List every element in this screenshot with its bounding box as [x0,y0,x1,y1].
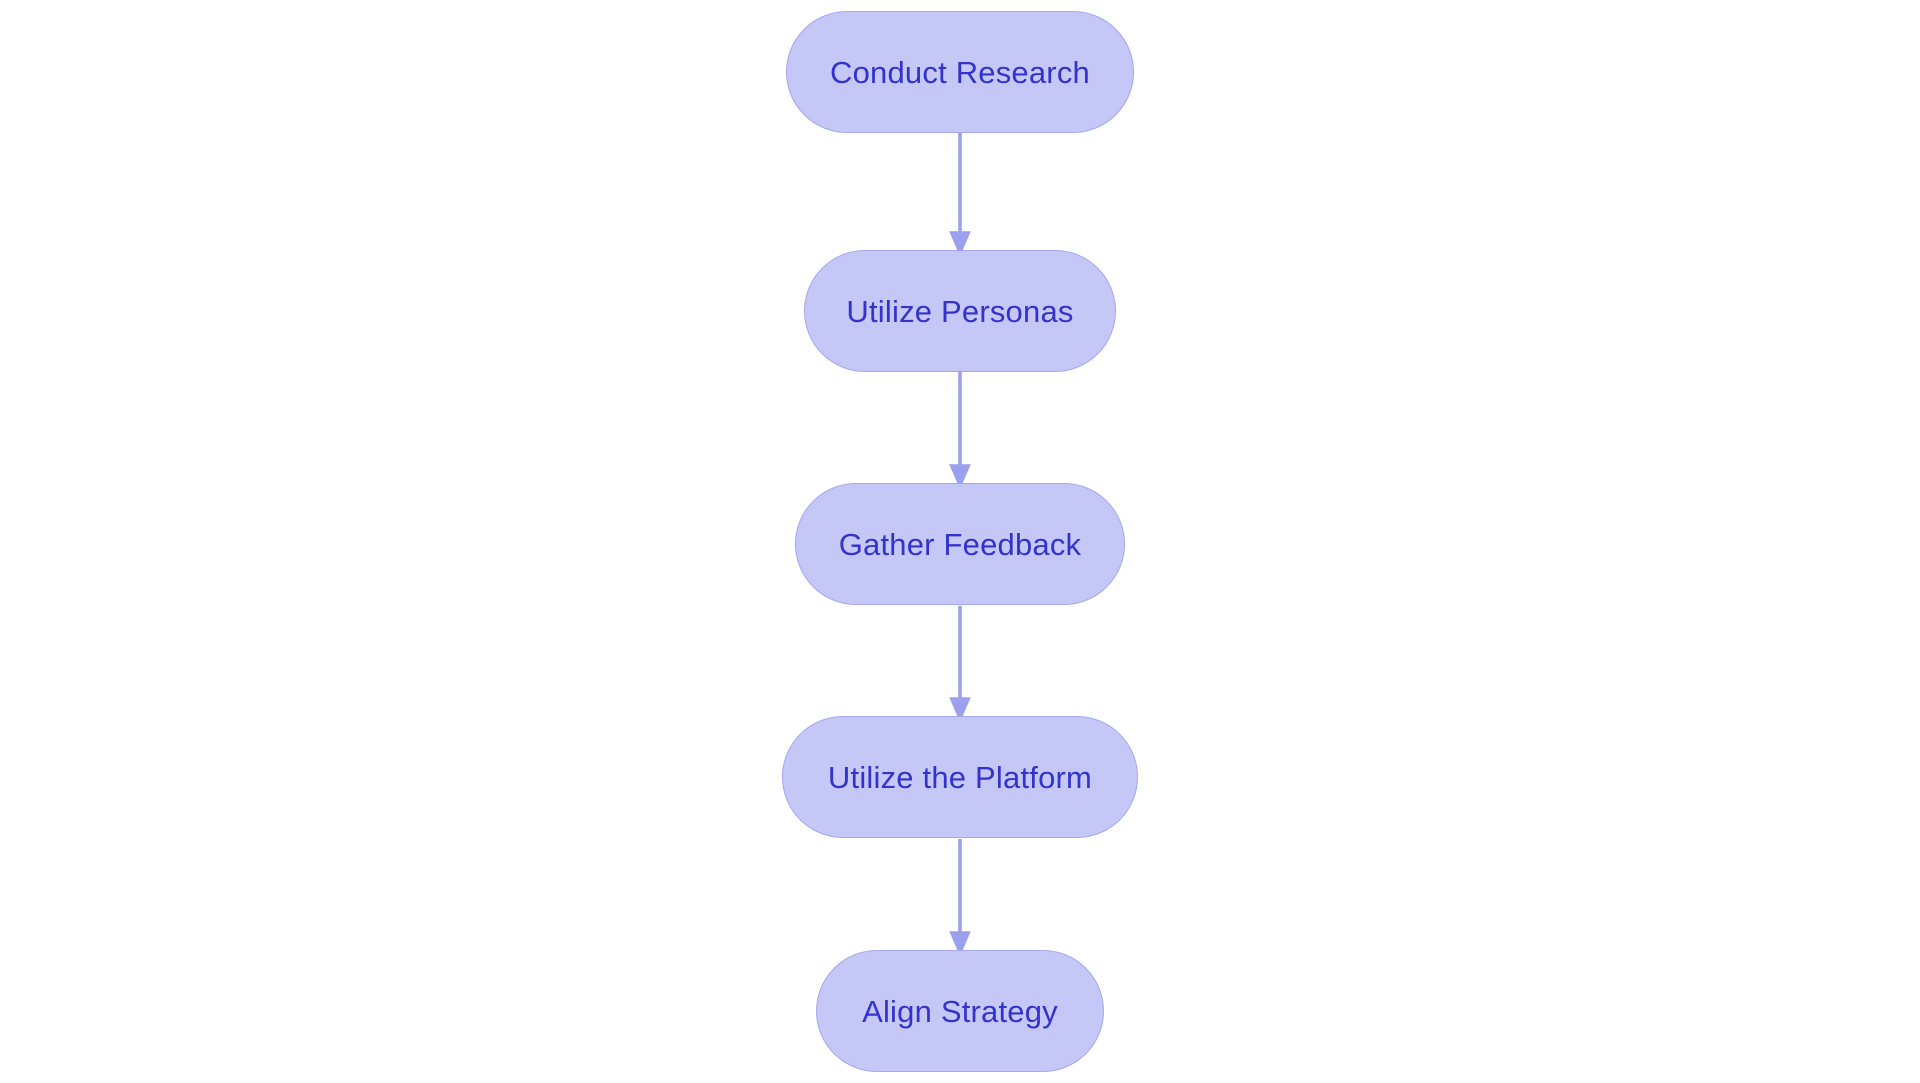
flow-node-label: Utilize Personas [846,293,1074,329]
flow-node-gather-feedback[interactable]: Gather Feedback [795,483,1125,605]
flow-node-align-strategy[interactable]: Align Strategy [816,950,1104,1072]
flow-node-utilize-personas[interactable]: Utilize Personas [804,250,1116,372]
flow-node-utilize-the-platform[interactable]: Utilize the Platform [782,716,1138,838]
flow-node-label: Utilize the Platform [827,759,1093,795]
flow-node-label: Align Strategy [862,993,1058,1029]
flow-node-label: Conduct Research [830,54,1090,90]
flow-node-conduct-research[interactable]: Conduct Research [786,11,1134,133]
flow-node-label: Gather Feedback [838,526,1082,562]
